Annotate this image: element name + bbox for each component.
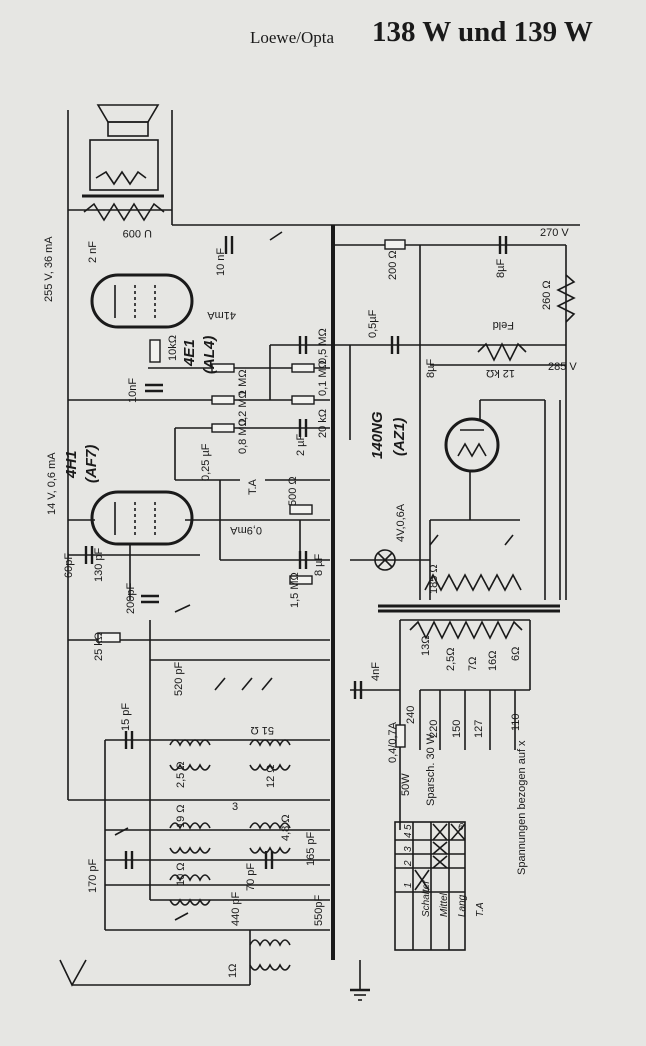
output-tube-envelope — [90, 273, 194, 329]
fuse-label: 0,4/0,7A — [387, 721, 399, 763]
switch-table-header: Schalter — [421, 880, 432, 917]
spar-label: Sparsch. 30 W — [425, 733, 437, 806]
c170p-label: 170 pF — [87, 858, 99, 893]
r25k-label: 25 kΩ — [93, 632, 105, 661]
coil48-label: 4,8 Ω — [280, 814, 292, 841]
c165p-label: 165 pF — [305, 831, 317, 866]
r500-label: 500 Ω — [287, 476, 299, 506]
u009-label: U 009 — [123, 227, 152, 239]
tap220-label: 220 — [428, 720, 440, 738]
page-header: Loewe/Opta 138 W und 139 W — [0, 14, 646, 64]
c440p-label: 440 pF — [230, 891, 242, 926]
ta-label: T.A — [247, 478, 259, 495]
c8uf-c-label: 8 µF — [313, 553, 325, 576]
rectifier-tube-envelope — [444, 417, 500, 473]
r02m-label: 0,2 MΩ — [237, 390, 249, 426]
tube-symbols — [90, 273, 500, 546]
r1-label: 1Ω — [227, 964, 239, 978]
c4nf-label: 4nF — [370, 662, 382, 681]
switch-col-3: 3 — [403, 846, 414, 852]
tr16-label: 16Ω — [487, 651, 499, 671]
switch-col-4: 4 — [403, 832, 414, 838]
brand-label: Loewe/Opta — [250, 28, 335, 47]
tap110-label: 110 — [510, 713, 522, 731]
c550p-label: 550pF — [313, 895, 325, 926]
ma09-label: 0,9mA — [230, 524, 262, 536]
switch-col-2: 2 — [403, 860, 414, 867]
model-title: 138 W und 139 W — [372, 16, 593, 48]
c025-label: 0,25 µF — [200, 443, 212, 481]
switch-row-mittel: Mittel — [439, 892, 450, 917]
coil10-label: 10 Ω — [175, 862, 187, 886]
c130p-label: 130 pF — [93, 547, 105, 582]
ma41-label: 41mA — [207, 309, 236, 321]
c70p-label: 70 pF — [245, 863, 257, 891]
tap240-label: 240 — [405, 706, 417, 724]
output-tube-name: 4E1 — [181, 339, 198, 367]
c15p-label: 15 pF — [120, 703, 132, 731]
c2uf-label: 2 µF — [295, 433, 307, 456]
r10k-label: 10kΩ — [167, 335, 179, 361]
coil25-label: 2,5 Ω — [175, 761, 187, 788]
tr25-label: 2,5Ω — [445, 647, 457, 671]
v255-label: 255 V, 36 mA — [43, 236, 55, 302]
r200-label: 200 Ω — [387, 250, 399, 280]
c05-label: 0,5µF — [367, 309, 379, 338]
output-tube-type: (AL4) — [201, 336, 218, 374]
tr130-label: 13Ω — [420, 636, 432, 656]
tr6-label: 6Ω — [510, 647, 522, 661]
component-symbols — [84, 231, 514, 921]
coil51-label: 51 Ω — [250, 724, 274, 736]
tap150-label: 150 — [451, 720, 463, 738]
c520p-label: 520 pF — [173, 661, 185, 696]
lamp-label: 4V,0,6A — [395, 503, 407, 542]
switch-row-lang: Lang — [457, 894, 468, 917]
wiring — [59, 104, 580, 1001]
r15m-label: 1,5 MΩ — [289, 572, 301, 608]
feld-r-label: 12 kΩ — [486, 367, 515, 379]
note-label: Spannungen bezogen auf x — [516, 740, 528, 875]
r260-label: 260 Ω — [541, 280, 553, 310]
coil19-label: 19 Ω — [175, 804, 187, 828]
power-label: 50W — [400, 773, 412, 796]
v14-label: 14 V, 0,6 mA — [46, 452, 58, 515]
tap127-label: 127 — [473, 720, 485, 738]
v285-label: 285 V — [548, 361, 577, 373]
c2nf-label: 2 nF — [87, 241, 99, 263]
r01m-label: 0,1 MΩ — [317, 360, 329, 396]
switch-row-ta: T.A — [475, 902, 486, 917]
component-labels: U 009 255 V, 36 mA 41mA 270 V 260 Ω Feld… — [43, 227, 577, 978]
switch-number-3: 3 — [232, 801, 238, 813]
coil12-label: 12 Ω — [265, 764, 277, 788]
c60p-label: 60pF — [63, 553, 75, 578]
r1m-label: 1 MΩ — [237, 369, 249, 396]
detector-tube-type: (AF7) — [83, 445, 100, 483]
c8uf-b-label: 8µF — [425, 359, 437, 378]
rectifier-tube-type: (AZ1) — [391, 418, 408, 456]
r20k-label: 20 kΩ — [317, 409, 329, 438]
rectifier-tube-name: 140NG — [369, 411, 386, 459]
h185-label: 185 Ω — [428, 564, 440, 594]
switch-col-5: 5 — [403, 824, 414, 830]
switch-table: Schalter Mittel Lang T.A 1 2 3 4 5 6 — [394, 821, 486, 951]
c200p-label: 200pF — [125, 583, 137, 614]
c10nf-b-label: 10nF — [127, 378, 139, 403]
switch-col-1: 1 — [403, 882, 414, 888]
c10nf-a-label: 10 nF — [215, 248, 227, 276]
feld-label: Feld — [493, 319, 514, 331]
r05m-label: 0,5 MΩ — [317, 328, 329, 364]
r08m-label: 0,8 MΩ — [237, 418, 249, 454]
detector-tube-name: 4H1 — [63, 450, 80, 479]
tube-labels: 4E1 (AL4) 4H1 (AF7) 140NG (AZ1) — [63, 336, 408, 483]
v270-label: 270 V — [540, 227, 569, 239]
c8uf-a-label: 8µF — [495, 259, 507, 278]
tr7-label: 7Ω — [467, 657, 479, 671]
detector-tube-envelope — [90, 490, 194, 546]
